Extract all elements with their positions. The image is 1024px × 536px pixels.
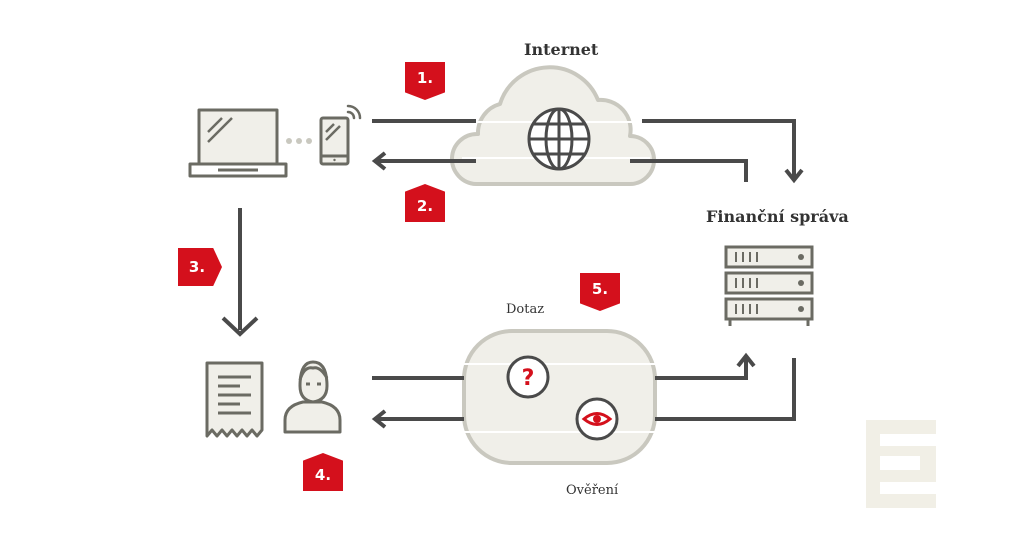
arrow-from-internet <box>371 151 748 182</box>
internet-label: Internet <box>524 40 599 59</box>
question-icon: ? <box>506 355 550 399</box>
arrow-to-internet <box>372 119 804 184</box>
financni-sprava-label: Finanční správa <box>706 207 849 226</box>
receipt-icon <box>205 361 264 438</box>
question-mark: ? <box>522 366 535 391</box>
step-5-badge: 5. <box>580 273 620 311</box>
phone-icon <box>319 116 350 166</box>
signal-icon <box>346 104 362 120</box>
step-2-badge: 2. <box>405 184 445 222</box>
step-3-badge: 3. <box>178 248 222 286</box>
server-icon <box>724 245 814 326</box>
globe-icon <box>527 107 591 171</box>
overeni-label: Ověření <box>566 483 619 498</box>
e-logo-icon <box>866 420 940 508</box>
eye-icon <box>575 397 619 441</box>
arrow-server-to-person <box>371 358 796 429</box>
connection-dots <box>286 138 312 144</box>
laptop-icon <box>188 108 288 178</box>
verification-cloud <box>450 329 670 465</box>
arrow-person-to-cloud <box>372 352 756 380</box>
dotaz-label: Dotaz <box>506 302 545 317</box>
step-1-badge: 1. <box>405 62 445 100</box>
person-icon <box>283 360 342 434</box>
step-4-badge: 4. <box>303 453 343 491</box>
arrow-to-receipt <box>221 208 259 337</box>
